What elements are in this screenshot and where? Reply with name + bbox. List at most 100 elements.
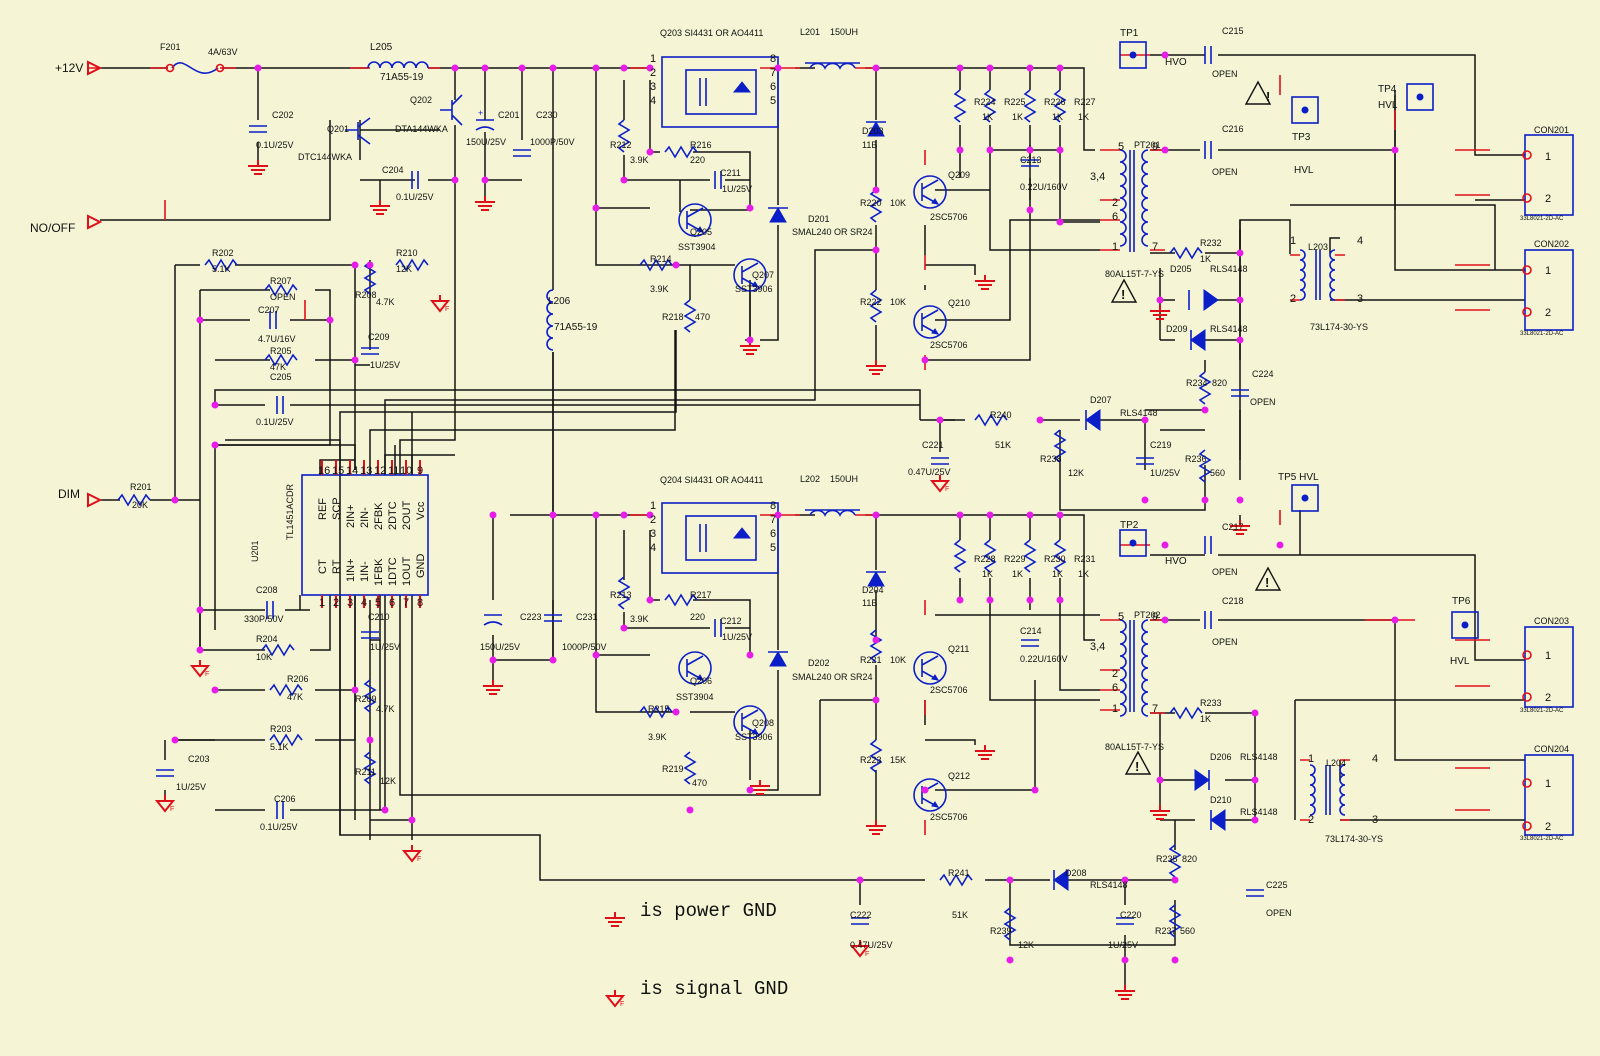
svg-text:20K: 20K (132, 500, 148, 510)
svg-text:2OUT: 2OUT (401, 500, 413, 530)
svg-text:OPEN: OPEN (270, 292, 296, 302)
svg-text:R220: R220 (860, 198, 882, 208)
svg-text:1K: 1K (1078, 112, 1089, 122)
svg-text:C222: C222 (850, 910, 872, 920)
svg-text:2: 2 (1545, 193, 1551, 205)
svg-text:1: 1 (319, 597, 325, 609)
svg-text:R206: R206 (287, 674, 309, 684)
svg-text:R215: R215 (648, 704, 670, 714)
connector-con201 (1524, 134, 1574, 216)
svg-text:4.7K: 4.7K (376, 297, 395, 307)
svg-text:1: 1 (1112, 241, 1118, 253)
svg-text:4: 4 (1372, 753, 1378, 765)
svg-text:OPEN: OPEN (1250, 397, 1276, 407)
svg-text:2FBK: 2FBK (373, 502, 385, 530)
svg-text:C210: C210 (368, 612, 390, 622)
svg-text:820: 820 (1182, 854, 1197, 864)
svg-text:CON202: CON202 (1534, 239, 1569, 249)
svg-text:2IN+: 2IN+ (345, 504, 357, 528)
choke-l203 (1299, 249, 1336, 301)
svg-text:OPEN: OPEN (1266, 908, 1292, 918)
svg-text:1000P/50V: 1000P/50V (530, 137, 575, 147)
svg-text:Q210: Q210 (948, 298, 970, 308)
svg-text:RLS4148: RLS4148 (1120, 408, 1158, 418)
svg-text:!: ! (1135, 759, 1139, 774)
svg-text:4: 4 (650, 542, 656, 554)
svg-text:2: 2 (650, 514, 656, 526)
svg-text:2: 2 (1545, 307, 1551, 319)
svg-text:3,4: 3,4 (1090, 641, 1105, 653)
fuse-f201 (171, 62, 219, 74)
cap-c230 (512, 149, 532, 157)
svg-text:Q212: Q212 (948, 771, 970, 781)
warning-icon: ! (1254, 566, 1282, 591)
svg-text:C214: C214 (1020, 626, 1042, 636)
svg-text:D208: D208 (1065, 868, 1087, 878)
transistor-q201 (345, 117, 371, 145)
input-12v-label: +12V (55, 61, 83, 75)
svg-text:80AL15T-7-YS: 80AL15T-7-YS (1105, 742, 1164, 752)
svg-text:1: 1 (650, 53, 656, 65)
svg-text:Q204 SI4431 OR AO4411: Q204 SI4431 OR AO4411 (660, 475, 763, 485)
wires (100, 54, 1525, 985)
svg-text:Vcc: Vcc (415, 501, 427, 520)
svg-text:0.1U/25V: 0.1U/25V (260, 822, 298, 832)
signal-gnd-symbol (606, 989, 626, 1009)
svg-text:3: 3 (347, 597, 353, 609)
zener-d203 (866, 120, 886, 137)
res-r230 (1024, 539, 1036, 573)
svg-text:OPEN: OPEN (1212, 567, 1238, 577)
svg-text:6: 6 (389, 597, 395, 609)
cap-c202 (248, 125, 268, 133)
svg-text:10K: 10K (890, 297, 906, 307)
svg-text:D209: D209 (1166, 324, 1188, 334)
svg-text:TL1451ACDR: TL1451ACDR (285, 483, 295, 540)
svg-text:C230: C230 (536, 110, 558, 120)
svg-text:+: + (478, 108, 483, 118)
svg-text:7: 7 (403, 597, 409, 609)
svg-text:1K: 1K (1052, 112, 1063, 122)
input-onoff-label: NO/OFF (30, 221, 75, 235)
svg-text:HVL: HVL (1450, 656, 1470, 667)
svg-text:1000P/50V: 1000P/50V (562, 642, 607, 652)
svg-text:OPEN: OPEN (1212, 637, 1238, 647)
svg-text:4: 4 (1357, 235, 1363, 247)
svg-text:470: 470 (692, 778, 707, 788)
legend-signal-gnd: is signal GND (640, 978, 788, 1000)
svg-text:R219: R219 (662, 764, 684, 774)
svg-text:150U/25V: 150U/25V (466, 137, 506, 147)
svg-text:5: 5 (375, 597, 381, 609)
cap-c217 (1204, 535, 1212, 555)
svg-text:HVL: HVL (1378, 100, 1398, 111)
svg-text:220: 220 (690, 612, 705, 622)
svg-text:SMAL240 OR SR24: SMAL240 OR SR24 (792, 227, 873, 237)
svg-text:71A55-19: 71A55-19 (380, 72, 424, 83)
svg-text:C231: C231 (576, 612, 598, 622)
svg-text:3.9K: 3.9K (650, 284, 669, 294)
svg-text:R221: R221 (860, 655, 882, 665)
svg-text:5: 5 (770, 542, 776, 554)
svg-text:33L8021-2D-AC: 33L8021-2D-AC (1520, 836, 1564, 842)
zener-d204 (866, 570, 886, 587)
svg-text:R225: R225 (1004, 97, 1026, 107)
transformer-pt201 (1119, 149, 1149, 252)
svg-text:R205: R205 (270, 346, 292, 356)
svg-text:14: 14 (346, 465, 358, 477)
svg-text:1: 1 (1290, 235, 1296, 247)
svg-text:0.22U/160V: 0.22U/160V (1020, 182, 1068, 192)
svg-text:1U/25V: 1U/25V (370, 360, 400, 370)
svg-text:TP6: TP6 (1452, 596, 1471, 607)
svg-text:R213: R213 (610, 590, 632, 600)
svg-text:9: 9 (1152, 141, 1158, 153)
svg-text:8: 8 (770, 53, 776, 65)
svg-text:R202: R202 (212, 248, 234, 258)
svg-text:33L8021-2D-AC: 33L8021-2D-AC (1520, 708, 1564, 714)
svg-text:L205: L205 (370, 42, 393, 53)
svg-text:SST3906: SST3906 (735, 284, 773, 294)
res-r228 (954, 539, 966, 573)
svg-text:R233: R233 (1200, 698, 1222, 708)
testpoint-tp5 (1291, 484, 1319, 512)
svg-text:C220: C220 (1120, 910, 1142, 920)
